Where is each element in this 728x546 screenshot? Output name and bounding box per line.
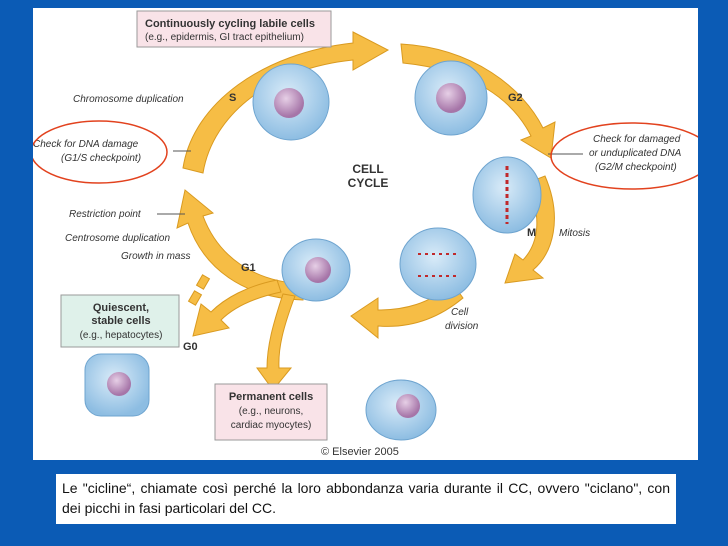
permanent-box: Permanent cells (e.g., neurons, cardiac … [214,383,328,441]
g0-dash-2 [187,290,203,306]
label-growth-in-mass: Growth in mass [121,251,190,262]
cell-quiescent [84,353,150,417]
label-g2m-3: (G2/M checkpoint) [595,162,677,173]
permanent-title: Permanent cells [229,391,313,403]
cell-g1 [281,238,351,302]
label-g2m-2: or unduplicated DNA [589,148,682,159]
label-division: division [445,321,479,332]
cell-permanent [365,379,437,441]
arrow-s-to-top [182,31,390,174]
phase-g1: G1 [241,262,256,274]
labile-title: Continuously cycling labile cells [145,18,315,30]
phase-g0: G0 [183,341,198,353]
label-centrosome-duplication: Centrosome duplication [65,233,170,244]
permanent-sub-1: (e.g., neurons, [239,406,303,417]
cell-anaphase [399,227,477,301]
center-cell: CELL [352,162,383,176]
quiescent-title-2: stable cells [91,315,150,327]
phase-m: M [527,227,536,239]
caption: Le "cicline“, chiamate così perché la lo… [56,474,676,524]
cell-cycle-figure: Continuously cycling labile cells (e.g.,… [30,8,714,460]
quiescent-sub: (e.g., hepatocytes) [80,330,163,341]
cell-cycle-diagram: Continuously cycling labile cells (e.g.,… [30,10,714,458]
copyright: © Elsevier 2005 [321,446,399,458]
label-g2m-1: Check for damaged [593,134,681,145]
g0-dash-1 [195,274,211,290]
labile-cells-box: Continuously cycling labile cells (e.g.,… [136,10,332,48]
cell-metaphase [472,156,542,234]
cell-s [252,63,330,141]
permanent-sub-2: cardiac myocytes) [231,420,312,431]
checkpoint-circle-left [30,120,168,184]
label-cell: Cell [451,307,469,318]
label-dna-damage-2: (G1/S checkpoint) [61,153,141,164]
label-mitosis: Mitosis [559,228,590,239]
phase-s: S [229,92,236,104]
quiescent-title-1: Quiescent, [93,302,149,314]
label-chromosome-duplication: Chromosome duplication [73,94,184,105]
quiescent-box: Quiescent, stable cells (e.g., hepatocyt… [60,294,180,348]
phase-g2: G2 [508,92,523,104]
label-restriction-point: Restriction point [69,209,142,220]
label-dna-damage-1: Check for DNA damage [33,139,139,150]
arrow-permanent [256,293,296,391]
arrow-quiescent [192,279,282,337]
center-cycle: CYCLE [348,176,389,190]
labile-sub: (e.g., epidermis, GI tract epithelium) [145,32,304,43]
cell-g2 [414,60,488,136]
